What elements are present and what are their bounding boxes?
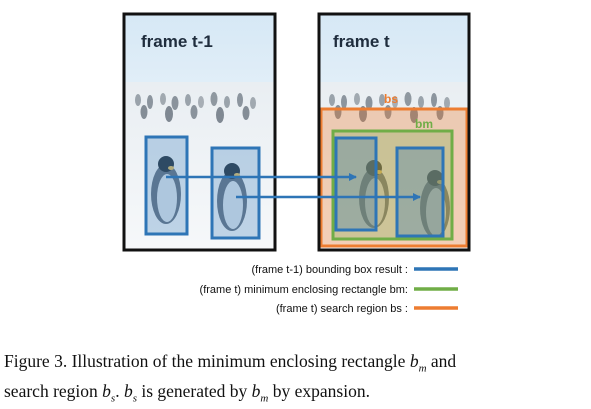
caption-symbol-bm: bm (410, 351, 427, 371)
bbox-result-penguin-2 (212, 148, 259, 238)
figure-illustration: frame t-1 frame t bs bm (frame t-1) boun… (0, 0, 591, 330)
caption-text-2d: by expansion. (273, 381, 370, 401)
caption-symbol-bm-2: bm (252, 381, 269, 401)
bbox-result-penguin-1 (146, 137, 187, 234)
legend: (frame t-1) bounding box result : (frame… (200, 264, 458, 315)
panel-frame-t-minus-1: frame t-1 (124, 14, 275, 250)
caption-text-2a: search region (4, 381, 98, 401)
bs-label: bs (384, 92, 398, 106)
caption-line-1: Figure 3. Illustration of the minimum en… (4, 350, 588, 380)
panel-frame-t: frame t bs bm (319, 14, 469, 250)
caption-text-2b: . (115, 381, 124, 401)
figure-caption: Figure 3. Illustration of the minimum en… (4, 350, 588, 409)
caption-symbol-bs: bs (102, 381, 115, 401)
frame-t-title: frame t (333, 32, 390, 51)
caption-text-1a: Figure 3. Illustration of the minimum en… (4, 351, 405, 371)
legend-label-bm: (frame t) minimum enclosing rectangle bm… (200, 284, 408, 296)
caption-text-1b: and (431, 351, 456, 371)
caption-symbol-bs-2: bs (124, 381, 137, 401)
legend-label-bbox: (frame t-1) bounding box result : (251, 264, 408, 276)
legend-label-bs: (frame t) search region bs : (276, 303, 408, 315)
prev-bbox-2-on-frame-t (397, 148, 443, 236)
bm-label: bm (415, 117, 433, 131)
frame-t-minus-1-title: frame t-1 (141, 32, 213, 51)
prev-bbox-1-on-frame-t (336, 138, 376, 230)
caption-text-2c: is generated by (141, 381, 247, 401)
